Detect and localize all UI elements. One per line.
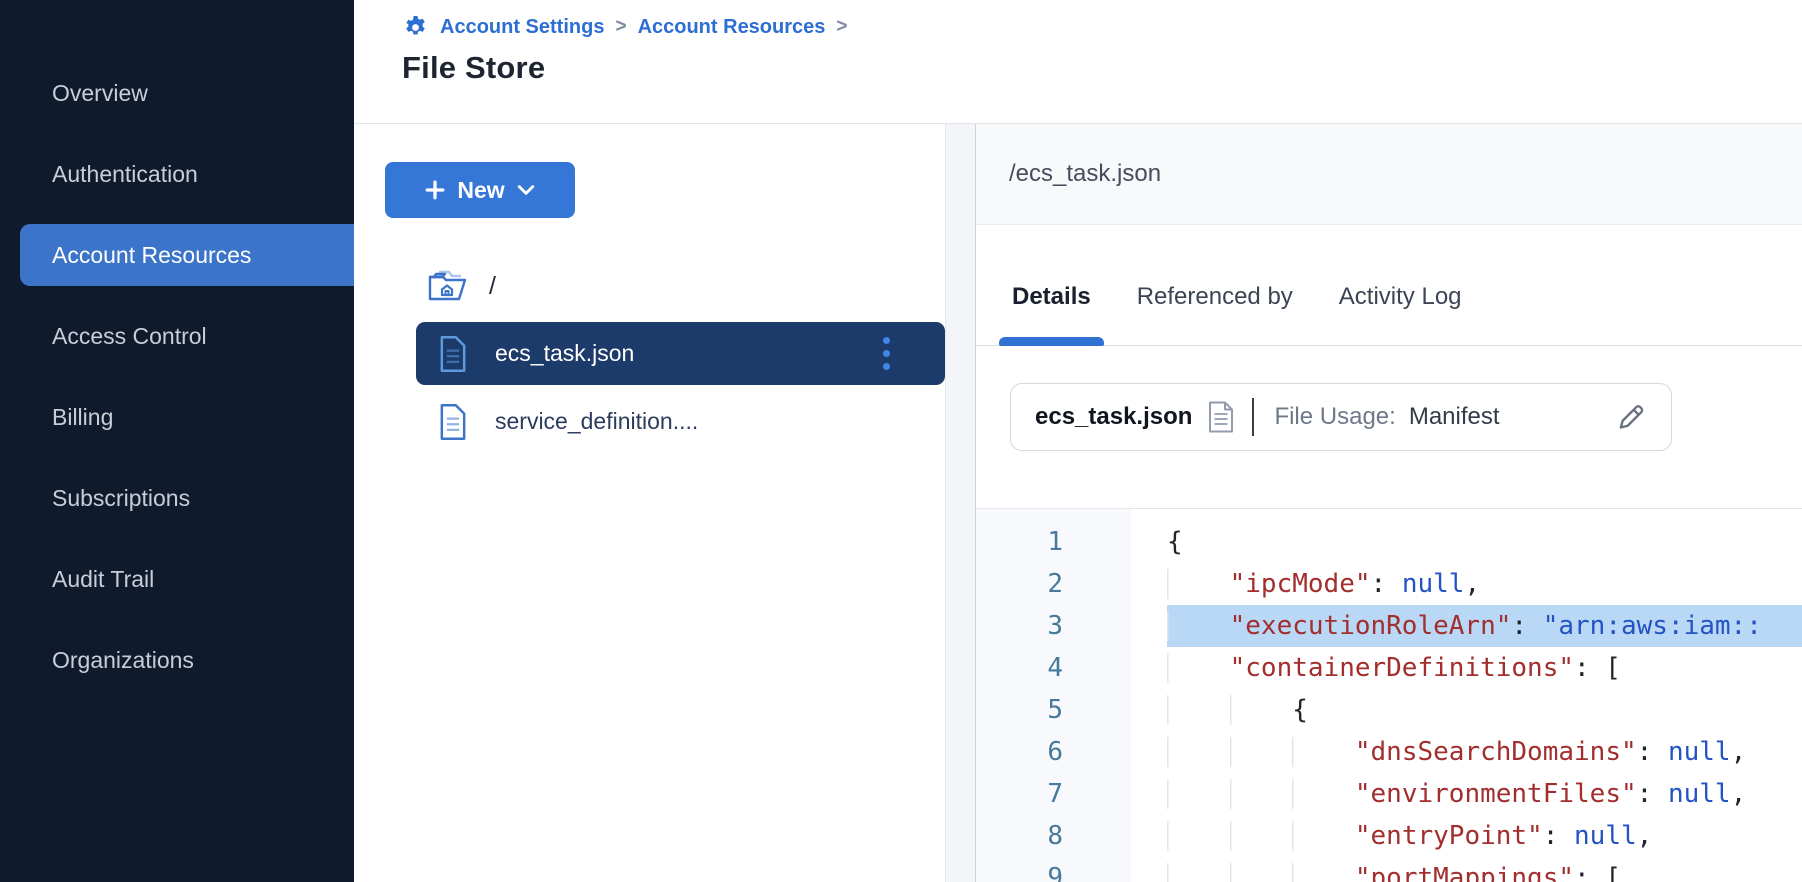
code-line-text: "portMappings": [ [1167, 857, 1802, 882]
edit-usage-button[interactable] [1615, 401, 1647, 433]
kebab-menu-icon[interactable] [879, 333, 894, 374]
file-detail-panel: /ecs_task.json Details Referenced by [976, 124, 1802, 882]
file-path-header: /ecs_task.json [976, 124, 1802, 225]
breadcrumb-separator: > [615, 16, 627, 37]
code-line-text: "entryPoint": null, [1167, 815, 1802, 857]
code-line-text: { [1167, 689, 1802, 731]
code-line: 4 "containerDefinitions": [ [976, 647, 1802, 689]
sidebar-item[interactable]: Organizations [0, 629, 354, 691]
file-icon [440, 335, 466, 372]
sidebar-item[interactable]: Subscriptions [0, 467, 354, 529]
settings-sidebar: Overview Authentication Account Resource… [0, 0, 354, 882]
file-icon [440, 403, 466, 440]
sidebar-item-label: Access Control [52, 322, 207, 349]
tab-label: Details [1012, 283, 1091, 310]
line-number: 1 [1047, 527, 1063, 557]
vertical-divider [1252, 398, 1255, 436]
code-line: 5 { [976, 689, 1802, 731]
content-area: New / [354, 124, 1802, 882]
home-folder-icon [428, 270, 467, 301]
tab-label: Activity Log [1338, 283, 1462, 310]
sidebar-item[interactable]: Access Control [0, 305, 354, 367]
detail-tabs: Details Referenced by Activity Log [976, 225, 1802, 346]
tab[interactable]: Activity Log [1339, 225, 1462, 345]
sidebar-item-label: Overview [52, 79, 148, 106]
gear-icon [406, 15, 425, 34]
sidebar-item-label: Authentication [52, 160, 198, 187]
code-viewer: 1{2 "ipcMode": null,3 "executionRoleArn"… [976, 508, 1802, 882]
sidebar-item-label: Audit Trail [52, 565, 155, 592]
breadcrumb: Account Settings > Account Resources > [402, 10, 1802, 44]
line-number: 5 [1047, 695, 1063, 725]
code-line: 2 "ipcMode": null, [976, 563, 1802, 605]
code-line-text: { [1167, 527, 1183, 557]
sidebar-item[interactable]: Account Resources [20, 224, 354, 286]
sidebar-item-label: Subscriptions [52, 484, 191, 511]
page-header: Account Settings > Account Resources > F… [354, 0, 1802, 124]
file-usage-label: File Usage: [1274, 403, 1396, 430]
tab[interactable]: Details [999, 225, 1104, 346]
page-title: File Store [402, 50, 546, 85]
tab-label: Referenced by [1136, 283, 1293, 310]
chevron-down-icon [517, 185, 534, 195]
file-name: ecs_task.json [495, 340, 635, 366]
sidebar-item[interactable]: Audit Trail [0, 548, 354, 610]
line-number-gutter [976, 509, 1131, 882]
line-number: 9 [1047, 863, 1063, 882]
code-line-text: "environmentFiles": null, [1167, 773, 1802, 815]
line-number: 8 [1047, 821, 1063, 851]
breadcrumb-link[interactable]: Account Settings [440, 15, 605, 38]
file-tree: / ecs_task.json [385, 264, 945, 453]
breadcrumb-links: Account Settings > Account Resources > [440, 16, 848, 39]
document-icon [1208, 401, 1234, 433]
tab[interactable]: Referenced by [1137, 225, 1293, 345]
sidebar-item[interactable]: Billing [0, 386, 354, 448]
sidebar-item-label: Organizations [52, 646, 194, 673]
sidebar-item[interactable]: Overview [0, 62, 354, 124]
line-number: 2 [1047, 569, 1063, 599]
root-folder-row[interactable]: / [425, 264, 945, 308]
code-line: 1{ [976, 521, 1802, 563]
file-tree-panel: New / [354, 124, 945, 882]
file-row[interactable]: service_definition.... [416, 390, 945, 453]
panel-divider [945, 124, 976, 882]
plus-icon [425, 180, 445, 200]
file-name: service_definition.... [495, 408, 699, 434]
main-area: Account Settings > Account Resources > F… [354, 0, 1802, 882]
sidebar-item-label: Billing [52, 403, 114, 430]
code-line: 3 "executionRoleArn": "arn:aws:iam:: [976, 605, 1802, 647]
code-line: 8 "entryPoint": null, [976, 815, 1802, 857]
line-number: 3 [1047, 611, 1063, 641]
code-line-text: "ipcMode": null, [1167, 563, 1802, 605]
file-row[interactable]: ecs_task.json [416, 322, 945, 385]
root-folder-label: / [489, 271, 496, 300]
line-number: 7 [1047, 779, 1063, 809]
line-number: 6 [1047, 737, 1063, 767]
code-body: 1{2 "ipcMode": null,3 "executionRoleArn"… [976, 521, 1802, 882]
file-list: ecs_task.json service_definition.... [385, 322, 945, 453]
code-line: 7 "environmentFiles": null, [976, 773, 1802, 815]
new-button[interactable]: New [385, 162, 575, 218]
code-line: 6 "dnsSearchDomains": null, [976, 731, 1802, 773]
line-number: 4 [1047, 653, 1063, 683]
breadcrumb-separator: > [836, 16, 848, 37]
new-button-label: New [457, 176, 505, 203]
file-path: /ecs_task.json [1009, 160, 1162, 187]
sidebar-item-label: Account Resources [52, 241, 252, 268]
code-line-text: "executionRoleArn": "arn:aws:iam:: [1167, 605, 1802, 647]
file-info-card: ecs_task.json File Usage: Manifest [1010, 383, 1672, 451]
pencil-icon [1619, 405, 1644, 429]
code-line-text: "containerDefinitions": [ [1167, 647, 1802, 689]
sidebar-item[interactable]: Authentication [0, 143, 354, 205]
code-line-text: "dnsSearchDomains": null, [1167, 731, 1802, 773]
card-file-name: ecs_task.json [1035, 403, 1193, 430]
code-line: 9 "portMappings": [ [976, 857, 1802, 882]
file-usage-value: Manifest [1408, 403, 1500, 430]
breadcrumb-link[interactable]: Account Resources [637, 15, 826, 38]
